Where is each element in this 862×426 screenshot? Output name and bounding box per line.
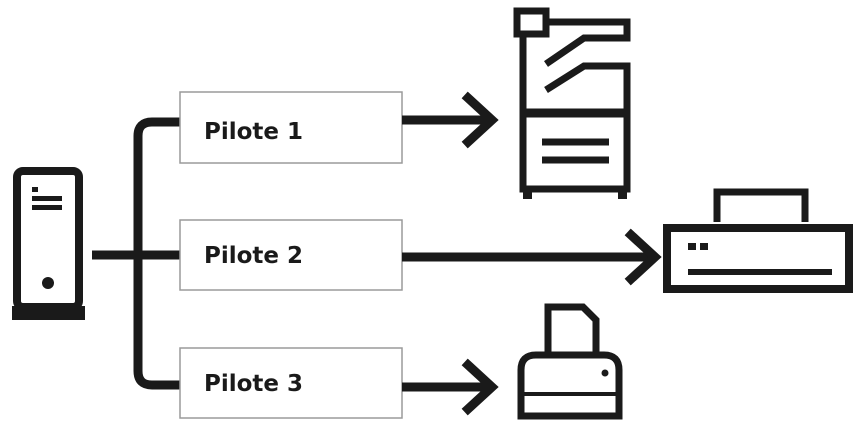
copier-icon bbox=[513, 7, 631, 199]
connector-tree bbox=[92, 117, 180, 390]
driver-box-2: Pilote 2 bbox=[179, 219, 403, 291]
driver-box-3: Pilote 3 bbox=[179, 347, 403, 419]
dot-matrix-printer-icon bbox=[663, 188, 853, 293]
computer-tower-icon bbox=[12, 167, 85, 320]
driver-label-3: Pilote 3 bbox=[204, 371, 303, 397]
arrow-to-copier bbox=[402, 91, 499, 149]
driver-box-1: Pilote 1 bbox=[179, 91, 403, 164]
driver-label-1: Pilote 1 bbox=[204, 119, 303, 145]
arrow-to-dot-matrix bbox=[402, 228, 662, 286]
inkjet-printer-icon bbox=[517, 303, 623, 420]
arrow-to-inkjet bbox=[402, 358, 499, 416]
driver-label-2: Pilote 2 bbox=[204, 243, 303, 269]
